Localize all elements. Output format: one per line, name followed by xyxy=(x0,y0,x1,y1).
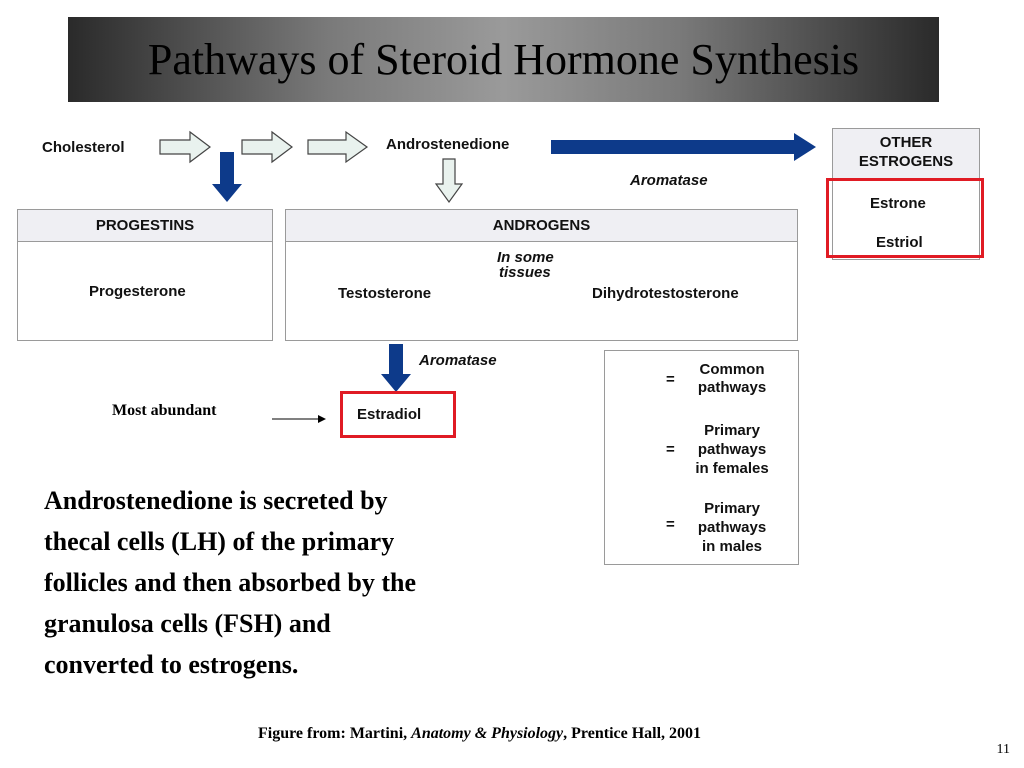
hollow-arrow-1 xyxy=(159,130,211,164)
aromatase-top-label: Aromatase xyxy=(630,172,708,189)
androgens-header: ANDROGENS xyxy=(286,210,797,242)
estradiol-highlight-frame xyxy=(340,391,456,438)
androstenedione-label: Androstenedione xyxy=(386,136,510,153)
body-line-4: granulosa cells (FSH) and xyxy=(44,609,331,638)
body-text: Androstenedione is secreted by thecal ce… xyxy=(44,480,416,685)
estrone-label: Estrone xyxy=(870,195,926,212)
progestins-header: PROGESTINS xyxy=(18,210,272,242)
legend-males-line1: Primary xyxy=(704,500,760,517)
other-estrogens-box: OTHER ESTROGENS xyxy=(832,128,980,260)
legend-item-common: Common pathways xyxy=(684,361,780,397)
progestins-box: PROGESTINS xyxy=(17,209,273,341)
legend-males-line3: in males xyxy=(701,538,763,555)
testosterone-label: Testosterone xyxy=(338,285,432,302)
legend-females-line2: pathways xyxy=(697,441,767,458)
slide-number: 11 xyxy=(996,742,1010,757)
aromatase-bottom-label: Aromatase xyxy=(419,352,497,369)
estradiol-label: Estradiol xyxy=(357,406,422,423)
in-some-label: In some xyxy=(497,249,554,266)
citation: Figure from: Martini, Anatomy & Physiolo… xyxy=(258,725,701,743)
blue-arrow-to-progestins xyxy=(212,152,242,202)
hollow-arrow-3 xyxy=(307,130,369,164)
cholesterol-label: Cholesterol xyxy=(42,139,125,156)
progesterone-label: Progesterone xyxy=(89,283,186,300)
citation-prefix: Figure from: Martini, xyxy=(258,725,412,742)
androgens-box: ANDROGENS xyxy=(285,209,798,341)
most-abundant-label: Most abundant xyxy=(112,402,217,419)
legend-males-line2: pathways xyxy=(697,519,767,536)
legend-equals-2: = xyxy=(666,441,675,458)
other-estrogens-header-line2: ESTROGENS xyxy=(858,153,954,170)
legend-equals-1: = xyxy=(666,371,675,388)
body-line-5: converted to estrogens. xyxy=(44,650,299,679)
hollow-arrow-2 xyxy=(241,130,293,164)
most-abundant-pointer-head xyxy=(318,415,326,423)
other-estrogens-header-line1: OTHER xyxy=(879,134,933,151)
other-estrogens-header: OTHER ESTROGENS xyxy=(833,129,979,181)
slide-title: Pathways of Steroid Hormone Synthesis xyxy=(147,35,860,84)
body-line-1: Androstenedione is secreted by xyxy=(44,486,388,515)
citation-suffix: , Prentice Hall, 2001 xyxy=(563,725,702,742)
tissues-label: tissues xyxy=(499,264,551,281)
citation-book: Anatomy & Physiology xyxy=(411,725,564,742)
hollow-arrow-to-androgens xyxy=(434,158,464,204)
estrogens-highlight-frame xyxy=(826,178,984,258)
dht-label: Dihydrotestosterone xyxy=(592,285,739,302)
body-line-3: follicles and then absorbed by the xyxy=(44,568,416,597)
body-line-2: thecal cells (LH) of the primary xyxy=(44,527,395,556)
legend-box xyxy=(604,350,799,565)
legend-item-females: Primary pathways in females xyxy=(684,421,780,478)
legend-equals-3: = xyxy=(666,516,675,533)
legend-females-line3: in females xyxy=(695,460,769,477)
legend-item-males: Primary pathways in males xyxy=(684,499,780,556)
blue-arrow-to-estradiol xyxy=(381,344,411,392)
estriol-label: Estriol xyxy=(876,234,923,251)
legend-females-line1: Primary xyxy=(704,422,760,439)
legend-common-line2: pathways xyxy=(697,379,767,396)
legend-common-line1: Common xyxy=(699,361,765,378)
title-bar: Pathways of Steroid Hormone Synthesis xyxy=(68,17,939,102)
blue-arrow-to-estrogens xyxy=(551,133,816,161)
